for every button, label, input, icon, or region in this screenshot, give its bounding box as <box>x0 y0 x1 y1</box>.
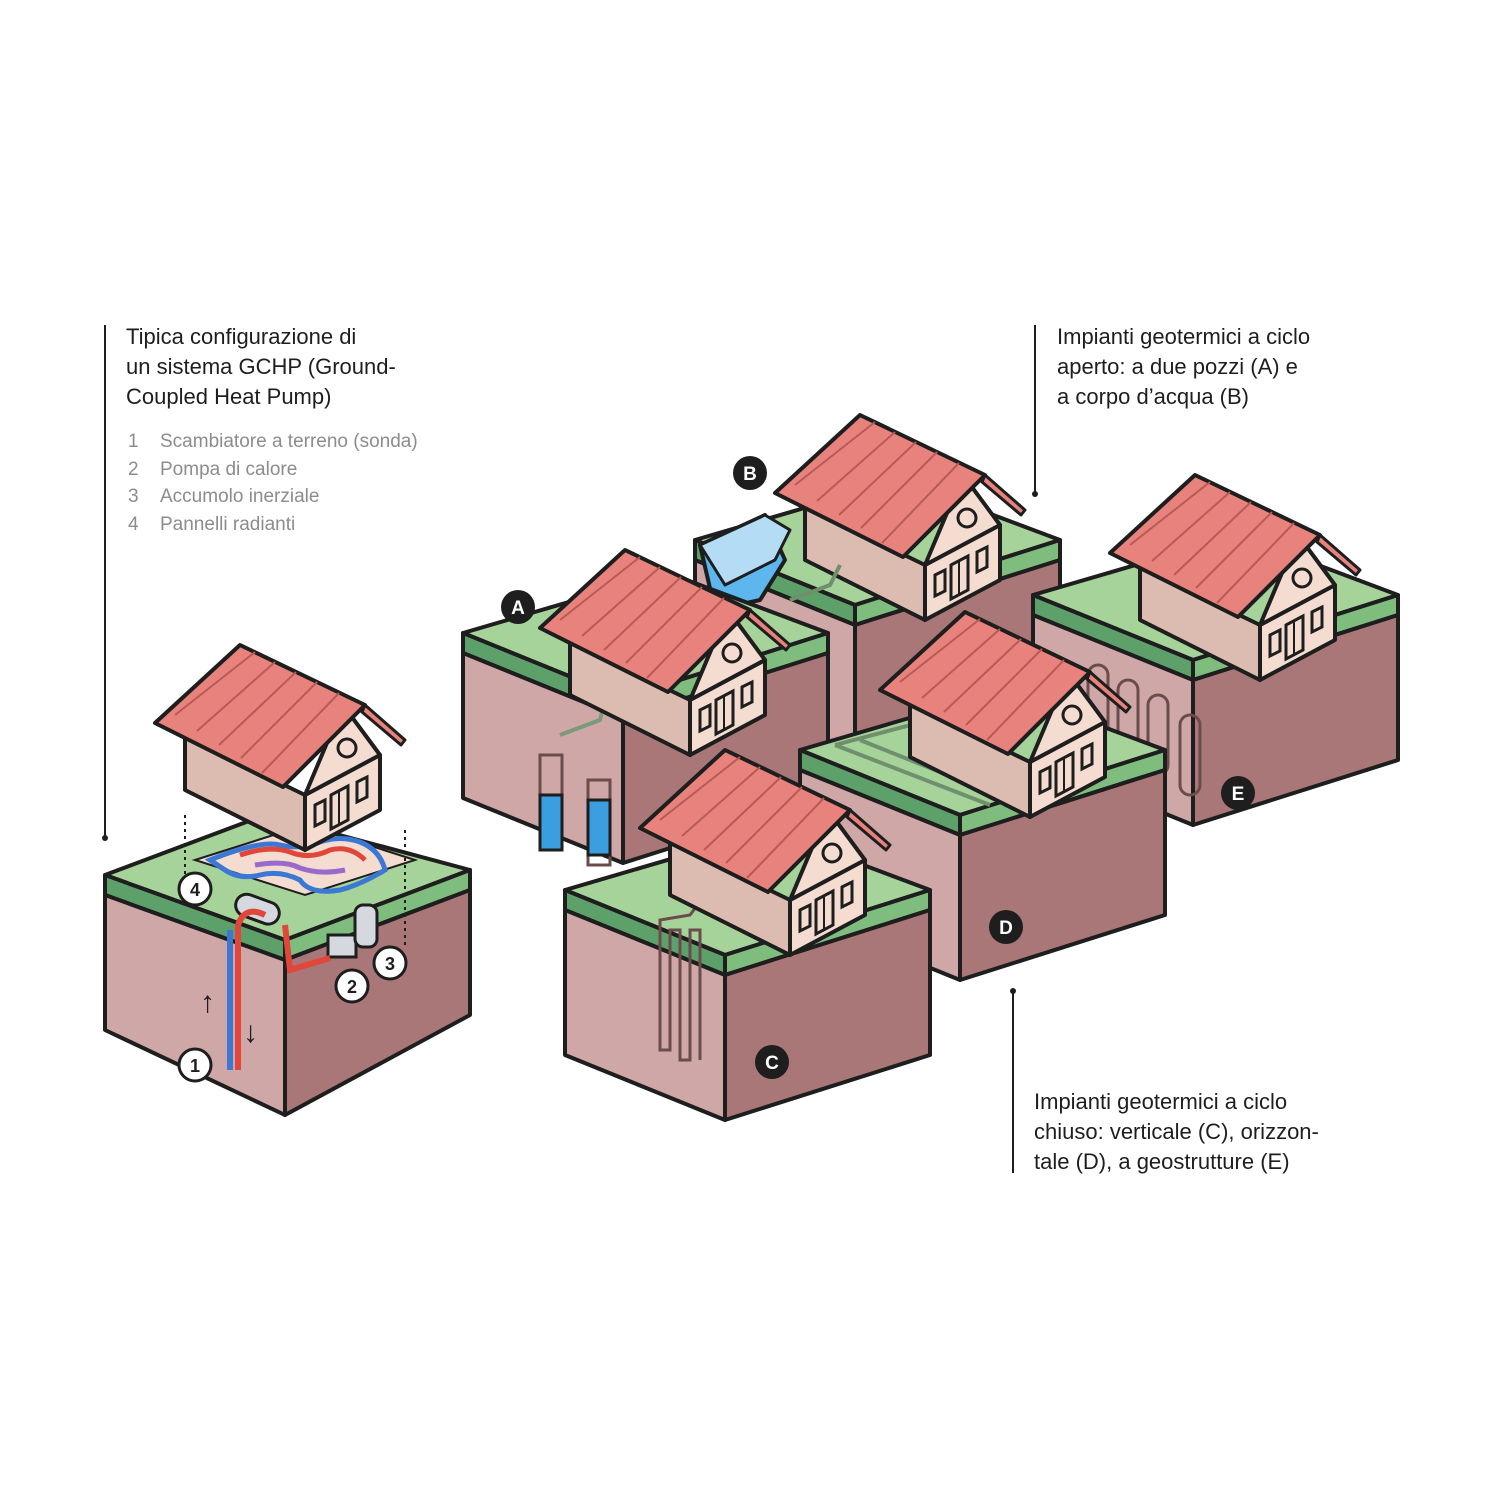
svg-text:D: D <box>999 918 1013 939</box>
gchp-block: ↑ ↓ <box>105 645 470 1115</box>
gchp-leader-line <box>104 325 106 837</box>
gchp-leader-dot <box>102 835 108 841</box>
closed-loop-caption: Impianti geotermici a ciclo chiuso: vert… <box>1034 1087 1319 1177</box>
marker-b: B <box>733 456 767 490</box>
marker-a: A <box>501 590 535 624</box>
open-loop-leader-line <box>1034 325 1036 495</box>
legend-num: 2 <box>128 456 160 484</box>
marker-1: 1 <box>179 1049 211 1081</box>
marker-c: C <box>755 1045 789 1079</box>
svg-text:2: 2 <box>347 977 357 997</box>
svg-text:4: 4 <box>190 880 200 900</box>
closed-loop-leader-dot <box>1010 988 1016 994</box>
legend-label: Accumolo inerziale <box>160 486 319 507</box>
legend-num: 4 <box>128 511 160 539</box>
gchp-caption: Tipica configurazione di un sistema GCHP… <box>126 322 396 412</box>
svg-text:B: B <box>743 464 757 485</box>
legend-num: 3 <box>128 483 160 511</box>
legend-num: 1 <box>128 428 160 456</box>
marker-3: 3 <box>374 947 406 979</box>
svg-text:3: 3 <box>385 954 395 974</box>
caption-line: tale (D), a geostrutture (E) <box>1034 1147 1319 1177</box>
marker-e: E <box>1221 776 1255 810</box>
caption-line: un sistema GCHP (Ground- <box>126 352 396 382</box>
marker-4: 4 <box>179 873 211 905</box>
open-loop-leader-dot <box>1032 491 1038 497</box>
svg-text:1: 1 <box>190 1056 200 1076</box>
caption-line: a corpo d’acqua (B) <box>1057 382 1310 412</box>
svg-text:A: A <box>511 598 525 619</box>
svg-text:E: E <box>1232 784 1245 805</box>
open-loop-caption: Impianti geotermici a ciclo aperto: a du… <box>1057 322 1310 412</box>
flow-up-arrow: ↑ <box>200 986 215 1019</box>
flow-down-arrow: ↓ <box>243 1016 258 1049</box>
legend-label: Pompa di calore <box>160 459 297 480</box>
caption-line: aperto: a due pozzi (A) e <box>1057 352 1310 382</box>
marker-2: 2 <box>336 970 368 1002</box>
caption-line: chiuso: verticale (C), orizzon- <box>1034 1117 1319 1147</box>
caption-line: Impianti geotermici a ciclo <box>1057 322 1310 352</box>
legend-label: Scambiatore a terreno (sonda) <box>160 431 418 452</box>
closed-loop-leader-line <box>1012 993 1014 1173</box>
caption-line: Coupled Heat Pump) <box>126 382 396 412</box>
svg-text:C: C <box>765 1053 779 1074</box>
caption-line: Impianti geotermici a ciclo <box>1034 1087 1319 1117</box>
marker-d: D <box>989 910 1023 944</box>
caption-line: Tipica configurazione di <box>126 322 396 352</box>
legend-label: Pannelli radianti <box>160 514 295 535</box>
